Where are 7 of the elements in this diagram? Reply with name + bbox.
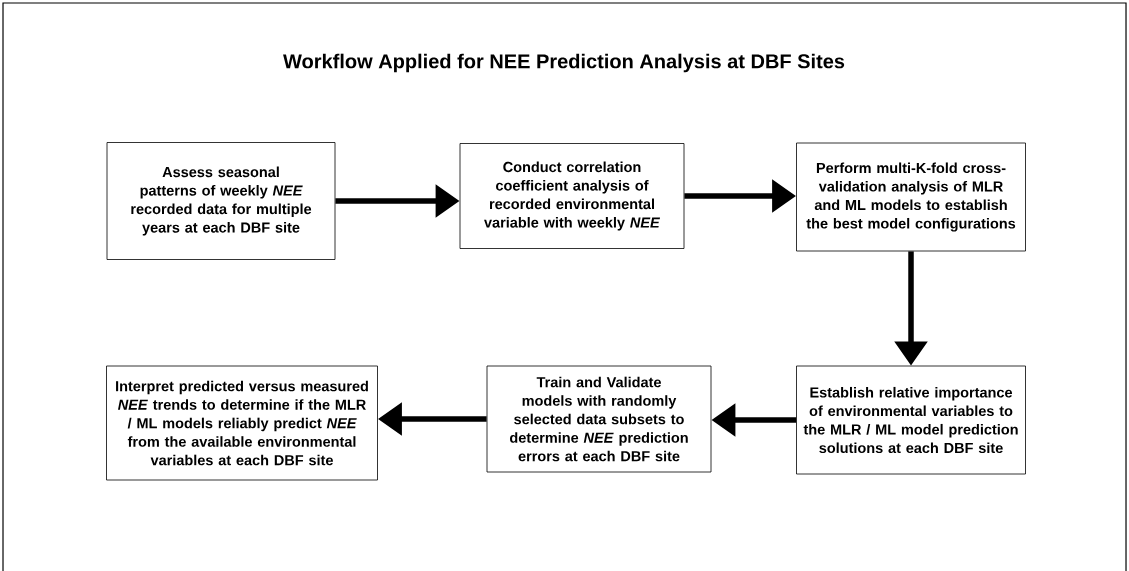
process-box: Establish relative importance of environmental variables to the MLR / ML model prediction solutions at each DBF site: [796, 365, 1026, 475]
process-box: Conduct correlation coefficient analysis of recorded environmental variable with weekly NEE: [459, 143, 685, 249]
title: Workflow Applied for NEE Prediction Analysis at DBF Sites: [283, 53, 845, 73]
process-box: Train and Validate models with randomly selected data subsets to determine NEE prediction errors at each DBF site: [486, 365, 712, 473]
process-box: Interpret predicted versus measured NEE trends to determine if the MLR / ML models reliably predict NEE from the available environmental variables at each DBF site: [106, 365, 378, 481]
process-box: Assess seasonal patterns of weekly NEE recorded data for multiple years at each DBF site: [106, 142, 336, 260]
process-box: Perform multi-K-fold cross-validation analysis of MLR and ML models to establish the best model configurations: [796, 142, 1026, 252]
